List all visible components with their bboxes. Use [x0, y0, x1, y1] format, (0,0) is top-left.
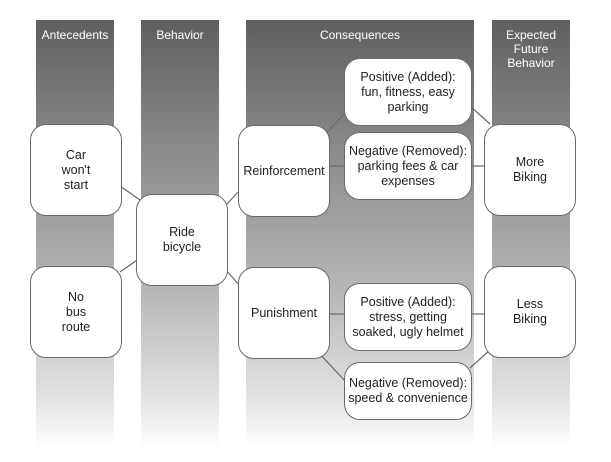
punishment-node: Punishment	[238, 267, 330, 359]
ride-bicycle-node: Ride bicycle	[136, 194, 228, 286]
expected-behavior-column: Expected Future Behavior	[492, 20, 570, 448]
antecedents-header: Antecedents	[41, 28, 109, 42]
connector-punishment-to-negative	[317, 351, 347, 383]
connector-reinf-positive-to-more	[469, 105, 491, 125]
connector-ride-to-reinforcement	[225, 189, 241, 206]
reinforcement-negative-node: Negative (Removed): parking fees & car e…	[344, 132, 472, 200]
reinforcement-node: Reinforcement	[238, 125, 330, 217]
connector-ride-to-punishment	[225, 269, 241, 287]
antecedents-column: Antecedents	[36, 20, 114, 448]
connector-pun-negative-to-less	[469, 349, 491, 369]
reinforcement-positive-node: Positive (Added): fun, fitness, easy par…	[344, 58, 472, 126]
less-biking-node: Less Biking	[484, 266, 576, 358]
punishment-negative-node: Negative (Removed): speed & convenience	[344, 362, 472, 420]
punishment-positive-node: Positive (Added): stress, getting soaked…	[344, 283, 472, 351]
car-wont-start-node: Car won't start	[30, 124, 122, 216]
expected-behavior-header: Expected Future Behavior	[505, 28, 557, 70]
behavior-header: Behavior	[156, 28, 204, 42]
connector-car-to-ride	[119, 185, 141, 201]
more-biking-node: More Biking	[484, 124, 576, 216]
consequences-header: Consequences	[319, 28, 401, 42]
no-bus-route-node: No bus route	[30, 266, 122, 358]
